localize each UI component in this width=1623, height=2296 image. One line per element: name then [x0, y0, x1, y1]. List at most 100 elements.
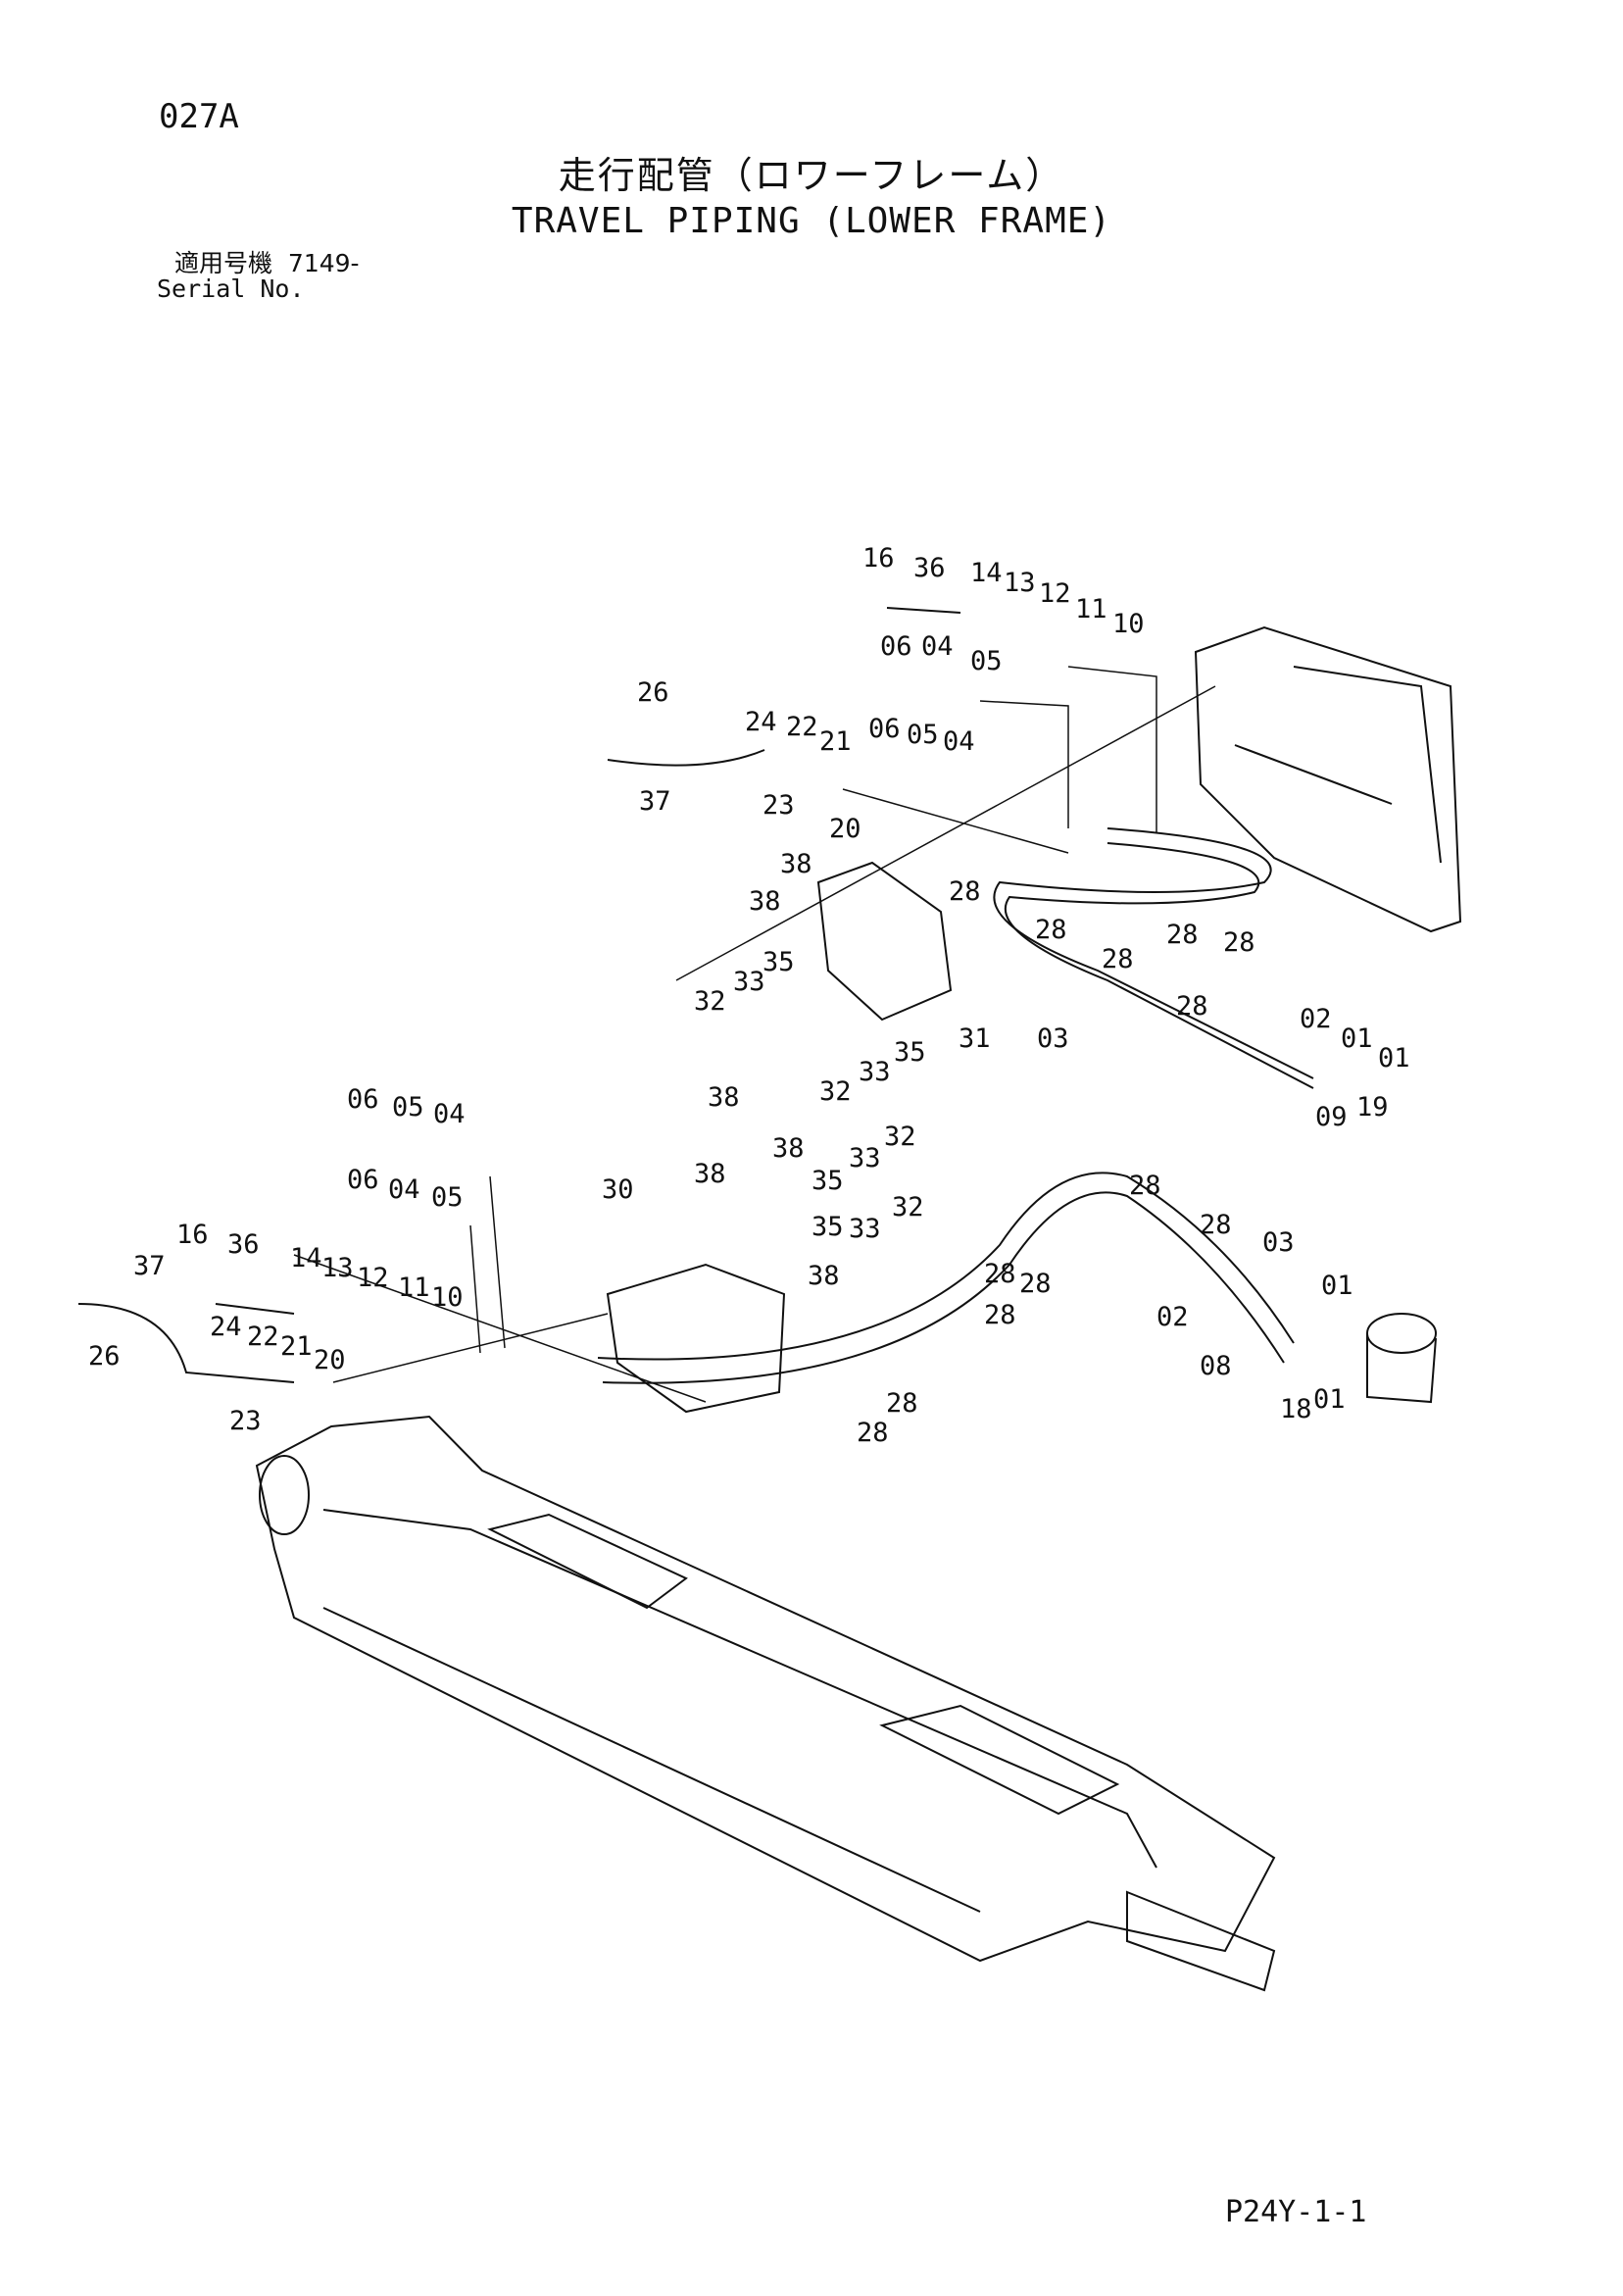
callout-number: 38	[808, 1261, 840, 1291]
callout-number: 01	[1378, 1043, 1410, 1073]
track-frame-inner-edge	[322, 1509, 1157, 1913]
callout-number: 24	[745, 707, 777, 737]
callout-number: 35	[894, 1037, 926, 1068]
hose-bundle-upper-2	[1004, 842, 1314, 1089]
callout-number: 10	[431, 1282, 464, 1313]
travel-motor-body	[1366, 1313, 1437, 1354]
callout-number: 35	[762, 947, 795, 977]
callout-number: 19	[1356, 1092, 1389, 1123]
callout-number: 36	[227, 1229, 260, 1260]
callout-number: 32	[694, 986, 726, 1017]
short-hose-upper-36	[886, 607, 961, 614]
callout-number: 28	[1176, 991, 1208, 1022]
upper-frame-detail	[1234, 666, 1442, 864]
callout-number: 28	[949, 876, 981, 907]
callout-number: 22	[786, 712, 818, 742]
callout-number: 32	[884, 1122, 916, 1152]
hose-bundle-lower-2	[602, 1191, 1285, 1384]
short-hose-lower-36	[215, 1303, 295, 1315]
callout-number: 35	[812, 1166, 844, 1196]
callout-number: 28	[1102, 944, 1134, 974]
callout-number: 01	[1341, 1023, 1373, 1054]
callout-number: 10	[1112, 609, 1145, 639]
callout-number: 33	[849, 1143, 881, 1173]
hose-bundle-upper	[993, 827, 1314, 1079]
callout-number: 28	[1035, 915, 1067, 945]
callout-number: 04	[433, 1099, 466, 1129]
callout-number: 26	[637, 677, 669, 708]
guard-bracket-lower	[606, 1263, 786, 1414]
track-frame-end	[1126, 1890, 1276, 1992]
callout-number: 05	[907, 720, 939, 750]
callout-number: 05	[970, 646, 1003, 676]
callout-number: 04	[388, 1174, 420, 1205]
callout-number: 06	[347, 1165, 379, 1195]
callout-number: 06	[868, 714, 901, 744]
lower-frame-drawing	[77, 607, 1462, 1992]
track-frame-rib-1	[487, 1513, 688, 1610]
callout-number: 28	[984, 1259, 1016, 1289]
callout-number: 32	[892, 1192, 924, 1223]
callout-number: 33	[849, 1214, 881, 1244]
callout-number: 09	[1315, 1102, 1348, 1132]
short-hose-upper-37	[607, 749, 765, 767]
callout-number: 01	[1313, 1384, 1346, 1415]
callout-number: 04	[943, 726, 975, 757]
callout-number: 21	[819, 726, 852, 757]
callout-number: 31	[959, 1023, 991, 1054]
callout-number: 28	[1129, 1171, 1161, 1201]
callout-number: 11	[1075, 594, 1107, 624]
callout-number: 02	[1300, 1004, 1332, 1034]
callout-number: 08	[1200, 1351, 1232, 1381]
serial-label-jp-text: 適用号機	[174, 249, 273, 277]
callout-number: 20	[314, 1345, 346, 1375]
callout-number: 37	[133, 1251, 166, 1281]
callout-number: 16	[176, 1220, 209, 1250]
callout-number: 05	[431, 1182, 464, 1213]
serial-label-english: Serial No.	[157, 275, 305, 303]
callout-number: 12	[1039, 578, 1071, 609]
leader-lines	[293, 666, 1216, 1403]
callout-number: 01	[1321, 1271, 1353, 1301]
hose-bundle-lower	[597, 1172, 1295, 1361]
callout-number: 36	[913, 553, 946, 583]
callout-number: 14	[970, 558, 1003, 588]
callout-number: 28	[1166, 920, 1199, 950]
callout-number: 28	[1200, 1210, 1232, 1240]
callout-number: 13	[321, 1253, 354, 1283]
callout-number: 02	[1156, 1302, 1189, 1332]
callout-numbers: 16 36 14 13 12 11 10 06 04 05 26 24 22 2…	[88, 543, 1410, 1448]
callout-number: 23	[762, 790, 795, 821]
callout-number: 03	[1037, 1023, 1069, 1054]
callout-number: 33	[733, 967, 765, 997]
callout-number: 23	[229, 1406, 262, 1436]
callout-number: 26	[88, 1341, 121, 1372]
track-frame-outline	[255, 1415, 1276, 1963]
short-hose-lower-37	[77, 1303, 295, 1383]
callout-number: 38	[749, 886, 781, 917]
callout-number: 30	[602, 1174, 634, 1205]
callout-number: 37	[639, 786, 671, 817]
callout-number: 14	[290, 1243, 322, 1273]
serial-label-japanese: 適用号機 7149-	[174, 251, 360, 275]
callout-number: 16	[862, 543, 895, 574]
callout-number: 33	[859, 1057, 891, 1087]
travel-motor-frame	[1366, 1333, 1437, 1404]
callout-number: 06	[880, 631, 912, 662]
track-roller-hub	[259, 1455, 310, 1535]
callout-number: 22	[247, 1322, 279, 1352]
callout-number: 03	[1262, 1227, 1295, 1258]
serial-number: 7149-	[287, 249, 360, 277]
callout-number: 28	[1019, 1269, 1052, 1299]
callout-number: 21	[280, 1331, 313, 1362]
callout-number: 05	[392, 1092, 424, 1123]
callout-number: 28	[857, 1418, 889, 1448]
callout-number: 28	[1223, 927, 1255, 958]
callout-number: 28	[886, 1388, 918, 1419]
track-frame-rib-2	[879, 1704, 1120, 1816]
callout-number: 06	[347, 1084, 379, 1115]
callout-number: 32	[819, 1076, 852, 1107]
guard-bracket-upper	[816, 861, 953, 1022]
callout-number: 38	[772, 1133, 805, 1164]
callout-number: 11	[398, 1273, 430, 1303]
